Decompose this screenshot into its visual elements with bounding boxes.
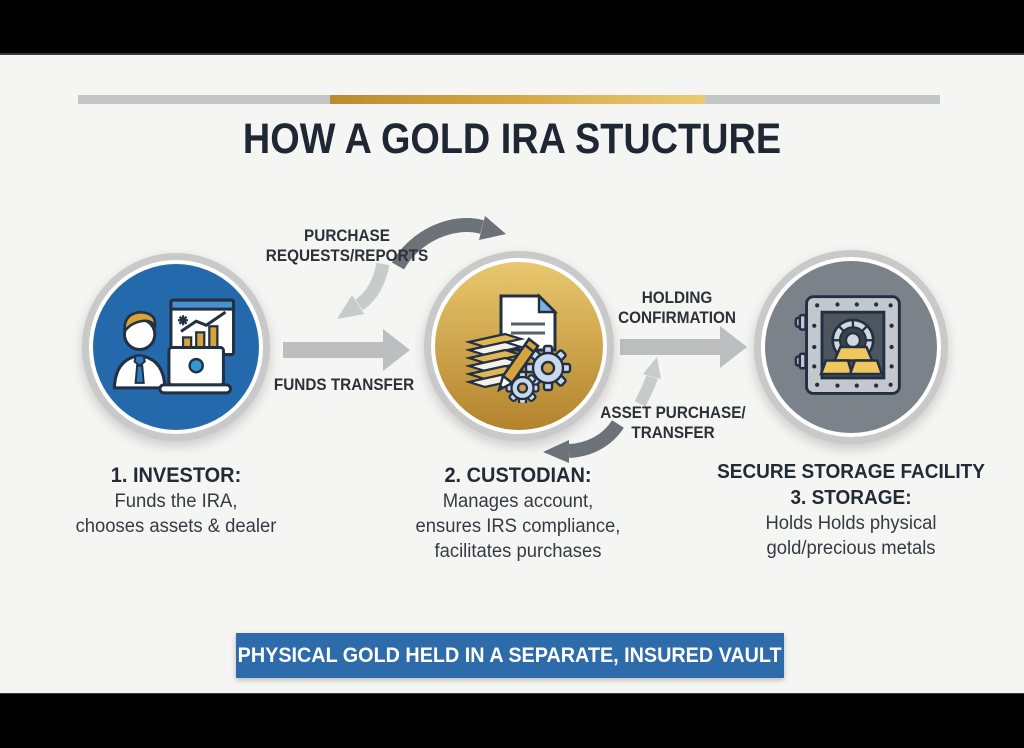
vault-banner-text: PHYSICAL GOLD HELD IN A SEPARATE, INSURE… [238, 643, 783, 667]
bottom-letterbox-band [0, 693, 1024, 748]
decorative-divider-bar [78, 95, 940, 104]
divider-gray-left [78, 95, 330, 104]
vault-rivets-icon [812, 302, 894, 388]
asset-purchase-arrow [634, 357, 661, 407]
investor-node [82, 253, 270, 441]
documents-pen-gears-icon [464, 293, 572, 403]
page-title: HOW A GOLD IRA STUCTURE [242, 115, 782, 163]
storage-node [754, 250, 948, 444]
top-letterbox-band [0, 0, 1024, 55]
investor-person-icon [112, 310, 167, 390]
vault-icon [794, 295, 901, 395]
purchase-requests-label: PURCHASE REQUESTS/REPORTS [265, 226, 429, 265]
custodian-heading: 2. CUSTODIAN: [444, 464, 592, 487]
asset-purchase-label: ASSET PURCHASE/ TRANSFER [600, 403, 746, 442]
investor-heading: 1. INVESTOR: [110, 464, 242, 487]
custodian-caption: 2. CUSTODIAN: Manages account, ensures I… [373, 463, 663, 564]
storage-pre-heading: SECURE STORAGE FACILITY [717, 461, 985, 483]
investor-caption: 1. INVESTOR: Funds the IRA, chooses asse… [41, 463, 311, 539]
holding-confirmation-arrow [620, 326, 747, 368]
infographic-canvas: HOW A GOLD IRA STUCTURE [0, 55, 1024, 693]
divider-gray-right [705, 95, 940, 104]
pen-icon [497, 337, 540, 393]
funds-transfer-arrow [283, 329, 410, 371]
custodian-node [424, 251, 614, 441]
vault-banner: PHYSICAL GOLD HELD IN A SEPARATE, INSURE… [236, 633, 784, 678]
storage-heading: 3. STORAGE: [790, 487, 912, 509]
divider-gold-center [330, 95, 705, 104]
laptop-icon [158, 345, 233, 395]
reports-return-arrow [337, 262, 390, 319]
gear-small-icon [505, 370, 540, 403]
gold-bars-icon [819, 345, 884, 376]
storage-caption: SECURE STORAGE FACILITY 3. STORAGE: Hold… [691, 459, 1011, 561]
funds-transfer-label: FUNDS TRANSFER [273, 375, 415, 394]
investor-at-laptop-icon [112, 298, 236, 395]
holding-confirmation-label: HOLDING CONFIRMATION [618, 288, 736, 327]
